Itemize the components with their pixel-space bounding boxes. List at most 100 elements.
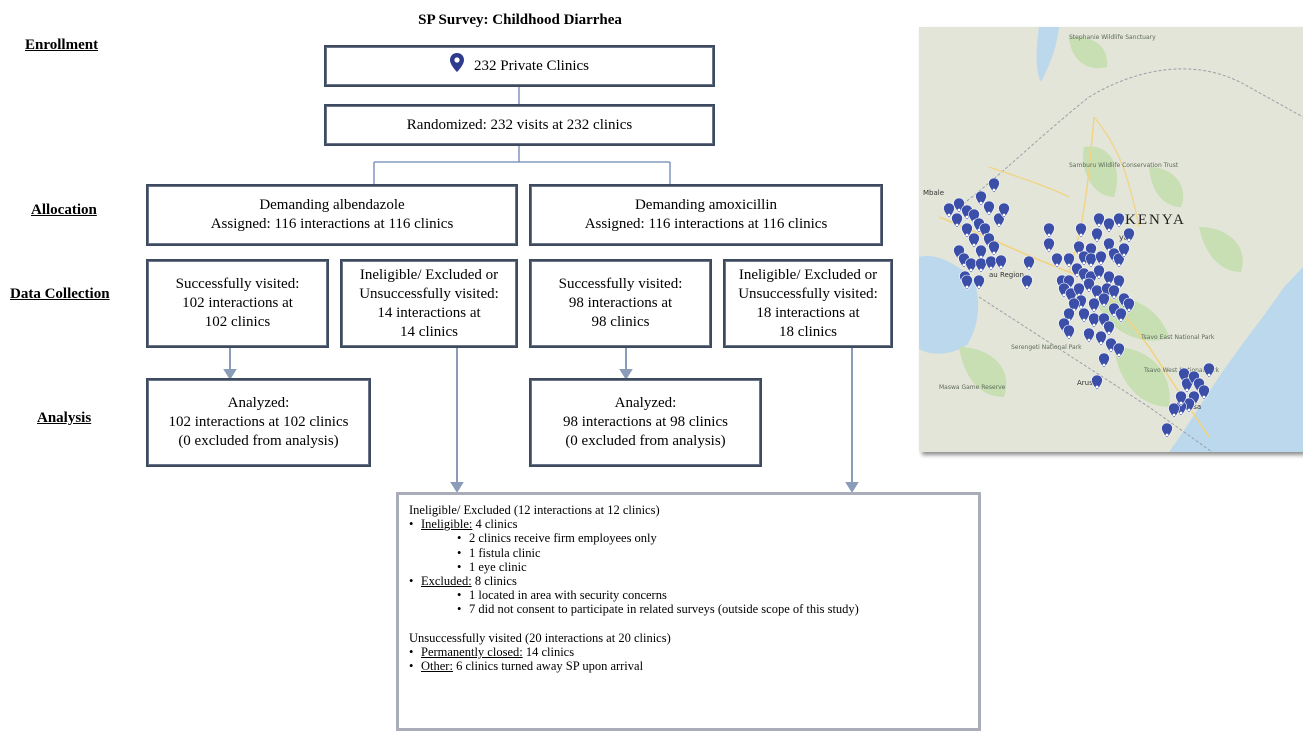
randomized-box: Randomized: 232 visits at 232 clinics	[324, 104, 715, 146]
visited-box-albendazole: Successfully visited: 102 interactions a…	[146, 259, 329, 348]
clinic-pin-icon	[1098, 352, 1110, 369]
clinic-pin-icon	[1203, 362, 1215, 379]
visited-box-amoxicillin: Successfully visited: 98 interactions at…	[529, 259, 712, 348]
bullet: •	[409, 517, 414, 532]
other-count: 6 clinics turned away SP upon arrival	[452, 659, 644, 674]
clinic-pin-icon	[1063, 324, 1075, 341]
clinic-pin-dot	[1099, 341, 1103, 345]
clinic-pin-icon	[1093, 264, 1105, 281]
clinic-pin-dot	[1087, 338, 1091, 342]
clinic-pin-dot	[1047, 248, 1051, 252]
exclusion-detail-box: Ineligible/ Excluded (12 interactions at…	[396, 492, 981, 731]
clinic-pin-icon	[983, 200, 995, 217]
clinic-pin-dot	[1207, 373, 1211, 377]
clinic-pin-icon	[1063, 252, 1075, 269]
clinic-pin-dot	[1095, 295, 1099, 299]
clinic-pin-dot	[947, 213, 951, 217]
clinic-pin-dot	[1082, 261, 1086, 265]
closed-label: Permanently closed:	[421, 644, 523, 659]
svg-text:Tsavo East National Park: Tsavo East National Park	[1140, 334, 1215, 341]
clinic-pin-dot	[977, 285, 981, 289]
ineligible-count: 4 clinics	[472, 517, 518, 532]
clinic-pin-icon	[961, 274, 973, 291]
clinic-pin-icon	[1023, 255, 1035, 272]
detail-closed-row: •Permanently closed: 14 clinics	[409, 644, 575, 659]
excluded-label: Excluded:	[421, 574, 472, 589]
detail-subitem: •7 did not consent to participate in rel…	[457, 602, 859, 617]
clinic-pin-dot	[1127, 308, 1131, 312]
clinic-pin-icon	[1083, 327, 1095, 344]
detail-other-row: •Other: 6 clinics turned away SP upon ar…	[409, 659, 644, 674]
clinic-pin-dot	[1117, 263, 1121, 267]
clinic-pin-dot	[1095, 385, 1099, 389]
clinic-pin-icon	[998, 202, 1010, 219]
analysis-box-albendazole: Analyzed: 102 interactions at 102 clinic…	[146, 378, 371, 467]
clinic-pin-dot	[997, 223, 1001, 227]
clinic-pin-icon	[1123, 227, 1135, 244]
clinic-pin-icon	[1043, 237, 1055, 254]
clinic-pin-icon	[973, 274, 985, 291]
stage-analysis: Analysis	[37, 410, 92, 426]
clinic-pin-dot	[999, 265, 1003, 269]
clinic-pin-dot	[1179, 401, 1183, 405]
analysis-line: Analyzed:	[614, 395, 677, 411]
detail-ineligible-row: •Ineligible: 4 clinics	[409, 517, 968, 531]
visited-line: 102 interactions at	[182, 295, 293, 311]
svg-text:Stephanie Wildlife Sanctuary: Stephanie Wildlife Sanctuary	[1069, 34, 1156, 41]
clinic-pin-icon	[1098, 292, 1110, 309]
clinic-pin-dot	[1119, 318, 1123, 322]
clinic-pin-icon	[1091, 227, 1103, 244]
clinic-pin-dot	[1027, 266, 1031, 270]
excluded-line: Ineligible/ Excluded or	[738, 266, 878, 283]
arrow-right-analysis	[619, 369, 633, 380]
allocation-box-albendazole: Demanding albendazole Assigned: 116 inte…	[146, 184, 518, 246]
allocation-assigned: Assigned: 116 interactions at 116 clinic…	[584, 216, 828, 232]
clinic-pin-dot	[1109, 348, 1113, 352]
clinic-pin-dot	[1107, 331, 1111, 335]
clinic-pin-icon	[1021, 274, 1033, 291]
clinic-pin-icon	[961, 222, 973, 239]
clinic-pin-dot	[979, 201, 983, 205]
clinic-pin-dot	[957, 208, 961, 212]
clinic-pin-icon	[1103, 320, 1115, 337]
clinic-pin-dot	[1079, 233, 1083, 237]
clinic-pin-dot	[1117, 223, 1121, 227]
allocation-box-amoxicillin: Demanding amoxicillin Assigned: 116 inte…	[529, 184, 883, 246]
clinic-pin-icon	[1091, 374, 1103, 391]
visited-line: 98 interactions at	[568, 295, 673, 311]
clinic-pin-icon	[1198, 384, 1210, 401]
excluded-line: 18 clinics	[779, 323, 837, 340]
lake-turkana	[1036, 27, 1059, 82]
svg-text:Arusha: Arusha	[1077, 379, 1101, 387]
randomized-text: Randomized: 232 visits at 232 clinics	[406, 116, 633, 133]
clinic-pin-icon	[1078, 307, 1090, 324]
clinic-pin-dot	[965, 215, 969, 219]
clinic-pin-dot	[1179, 411, 1183, 415]
clinic-pin-dot	[992, 188, 996, 192]
clinic-pin-icon	[1043, 222, 1055, 239]
clinic-pin-dot	[1202, 395, 1206, 399]
clinic-pin-dot	[1079, 305, 1083, 309]
detail-subitem: •1 fistula clinic	[457, 545, 541, 560]
clinic-pin-dot	[1097, 223, 1101, 227]
arrow-right-detail	[845, 482, 859, 493]
excluded-box-amoxicillin: Ineligible/ Excluded or Unsuccessfully v…	[723, 259, 893, 348]
clinic-pin-dot	[1095, 238, 1099, 242]
clinic-pin-icon	[1075, 222, 1087, 239]
detail-heading-unsuccessful: Unsuccessfully visited (20 interactions …	[409, 630, 671, 645]
clinic-pin-icon	[1175, 390, 1187, 407]
map-pin-icon	[450, 52, 464, 78]
analysis-line: 102 interactions at 102 clinics	[168, 414, 349, 430]
clinic-pin-icon	[1095, 330, 1107, 347]
svg-text:ya: ya	[1119, 233, 1129, 242]
clinic-pin-dot	[1112, 313, 1116, 317]
allocation-arm-name: Demanding albendazole	[259, 197, 405, 213]
clinic-pin-dot	[1172, 413, 1176, 417]
excluded-line: 14 interactions at	[377, 304, 481, 321]
clinic-pin-dot	[1122, 253, 1126, 257]
clinic-pin-icon	[951, 212, 963, 229]
clinic-pin-dot	[1087, 288, 1091, 292]
clinic-pin-dot	[1047, 233, 1051, 237]
page-title: SP Survey: Childhood Diarrhea	[418, 12, 622, 28]
